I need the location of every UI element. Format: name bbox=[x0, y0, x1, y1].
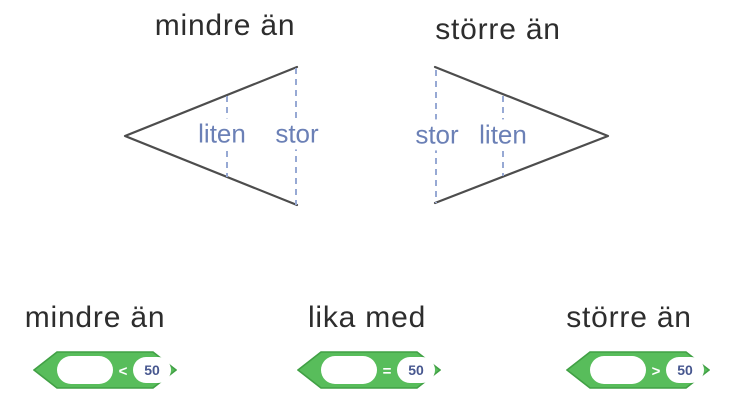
greater-than-operator-symbol: > bbox=[652, 363, 661, 380]
equals-block-title: lika med bbox=[307, 301, 427, 334]
equals-block-value-slot bbox=[397, 357, 435, 383]
greater-than-liten-label: liten bbox=[475, 119, 531, 151]
equals-operator-symbol: = bbox=[383, 363, 392, 380]
equals-block-empty-slot bbox=[321, 356, 377, 384]
less-than-operator-symbol: < bbox=[119, 363, 128, 380]
less-than-triangle bbox=[123, 65, 299, 207]
greater-than-block-empty-slot bbox=[590, 356, 646, 384]
equals-block-value: 50 bbox=[408, 362, 424, 378]
less-than-operator-block: < 50 bbox=[33, 351, 177, 389]
less-than-block-value: 50 bbox=[144, 362, 160, 378]
greater-than-diagram-title: större än bbox=[435, 13, 561, 46]
equals-operator-block: = 50 bbox=[297, 351, 441, 389]
less-than-block-value-slot bbox=[133, 357, 171, 383]
less-than-stor-label: stor bbox=[271, 118, 323, 150]
less-than-diagram-title: mindre än bbox=[154, 9, 296, 42]
greater-than-block-value-slot bbox=[666, 357, 704, 383]
triangles-canvas bbox=[123, 65, 610, 207]
greater-than-stor-label: stor bbox=[411, 119, 463, 151]
greater-than-block-title: större än bbox=[566, 301, 692, 334]
less-than-block-title: mindre än bbox=[24, 301, 166, 334]
greater-than-block-value: 50 bbox=[677, 362, 693, 378]
less-than-block-empty-slot bbox=[57, 356, 113, 384]
greater-than-triangle bbox=[433, 65, 610, 205]
greater-than-operator-block: > 50 bbox=[566, 351, 710, 389]
less-than-liten-label: liten bbox=[194, 118, 250, 150]
